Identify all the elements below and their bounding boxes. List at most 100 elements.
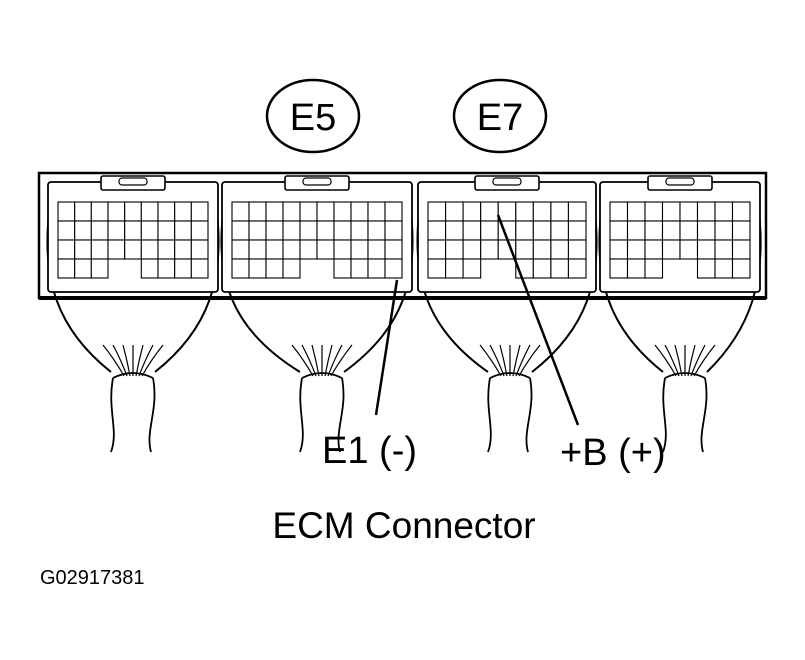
terminal-cell — [174, 201, 192, 222]
wire — [311, 344, 320, 377]
terminal-grid — [609, 201, 751, 279]
terminal-cell — [190, 239, 209, 260]
terminal-cell — [384, 220, 403, 241]
wire — [102, 344, 125, 377]
terminal-cell — [462, 258, 482, 279]
connector-latch — [474, 175, 540, 191]
connector-block-4 — [598, 175, 762, 453]
connector-block-1 — [46, 175, 220, 453]
wire — [499, 344, 508, 377]
wire — [674, 344, 683, 377]
terminal-cell — [661, 220, 681, 241]
terminal-cell — [515, 220, 534, 241]
terminal-cell — [480, 220, 499, 241]
terminal-cell — [350, 201, 369, 222]
terminal-cell — [248, 220, 267, 241]
cable-sheath — [662, 372, 708, 453]
terminal-cell — [350, 239, 369, 260]
terminal-cell — [190, 201, 209, 222]
terminal-cell — [480, 201, 499, 222]
terminal-cell — [567, 220, 587, 241]
terminal-cell — [174, 220, 192, 241]
terminal-cell — [714, 258, 734, 279]
wire — [693, 344, 716, 377]
terminal-cell — [367, 220, 386, 241]
terminal-cell — [157, 201, 176, 222]
terminal-cell — [550, 258, 570, 279]
terminal-cell — [231, 239, 250, 260]
terminal-cell — [445, 258, 464, 279]
terminal-cell — [679, 220, 699, 241]
terminal-cell — [157, 258, 176, 279]
terminal-cell — [644, 239, 664, 260]
terminal-cell — [350, 220, 369, 241]
terminal-cell — [124, 239, 142, 260]
terminal-cell — [57, 239, 76, 260]
wire — [518, 344, 541, 377]
leader-e1 — [374, 279, 399, 416]
terminal-cell — [550, 201, 570, 222]
terminal-cell — [731, 201, 751, 222]
terminal-grid — [57, 201, 209, 279]
terminal-cell — [299, 220, 318, 241]
terminal-cell — [427, 258, 447, 279]
terminal-cell — [427, 220, 447, 241]
terminal-cell — [299, 201, 318, 222]
terminal-cell — [626, 239, 646, 260]
latch-tab — [118, 177, 148, 186]
wire — [687, 344, 696, 377]
terminal-cell — [714, 220, 734, 241]
wire — [141, 344, 164, 377]
latch-tab — [665, 177, 695, 186]
wire — [654, 344, 677, 377]
figure-code: G02917381 — [40, 567, 145, 589]
tag-e7: E7 — [452, 78, 548, 154]
terminal-cell — [609, 201, 629, 222]
terminal-cell — [90, 239, 109, 260]
connector-latch — [647, 175, 713, 191]
cable-sheath — [299, 372, 345, 453]
callout-b: +B (+) — [560, 432, 666, 474]
terminal-cell — [384, 239, 403, 260]
terminal-cell — [644, 201, 664, 222]
terminal-cell — [427, 239, 447, 260]
terminal-cell — [714, 239, 734, 260]
diagram-caption: ECM Connector — [272, 505, 535, 546]
wire — [135, 344, 144, 377]
terminal-cell — [90, 258, 109, 279]
terminal-cell — [696, 239, 716, 260]
terminal-cell — [626, 220, 646, 241]
terminal-cell — [90, 201, 109, 222]
terminal-grid — [427, 201, 587, 279]
terminal-grid — [231, 201, 403, 279]
terminal-cell — [480, 239, 499, 260]
terminal-cell — [644, 258, 664, 279]
terminal-cell — [140, 220, 159, 241]
terminal-cell — [427, 201, 447, 222]
terminal-cell — [731, 239, 751, 260]
terminal-cell — [157, 239, 176, 260]
terminal-cell — [462, 220, 482, 241]
terminal-cell — [282, 220, 301, 241]
terminal-cell — [367, 258, 386, 279]
terminal-cell — [124, 220, 142, 241]
terminal-cell — [626, 258, 646, 279]
terminal-cell — [74, 239, 92, 260]
terminal-cell — [333, 220, 352, 241]
terminal-cell — [714, 201, 734, 222]
terminal-cell — [57, 258, 76, 279]
terminal-cell — [174, 239, 192, 260]
terminal-cell — [445, 201, 464, 222]
connector-block-3 — [416, 175, 598, 453]
terminal-cell — [333, 258, 352, 279]
terminal-cell — [609, 220, 629, 241]
terminal-cell — [282, 239, 301, 260]
terminal-cell — [644, 220, 664, 241]
terminal-cell — [731, 220, 751, 241]
terminal-cell — [248, 201, 267, 222]
terminal-cell — [567, 239, 587, 260]
terminal-cell — [696, 258, 716, 279]
connector-latch — [100, 175, 166, 191]
connector-block-2 — [220, 175, 414, 453]
wire — [512, 344, 521, 377]
